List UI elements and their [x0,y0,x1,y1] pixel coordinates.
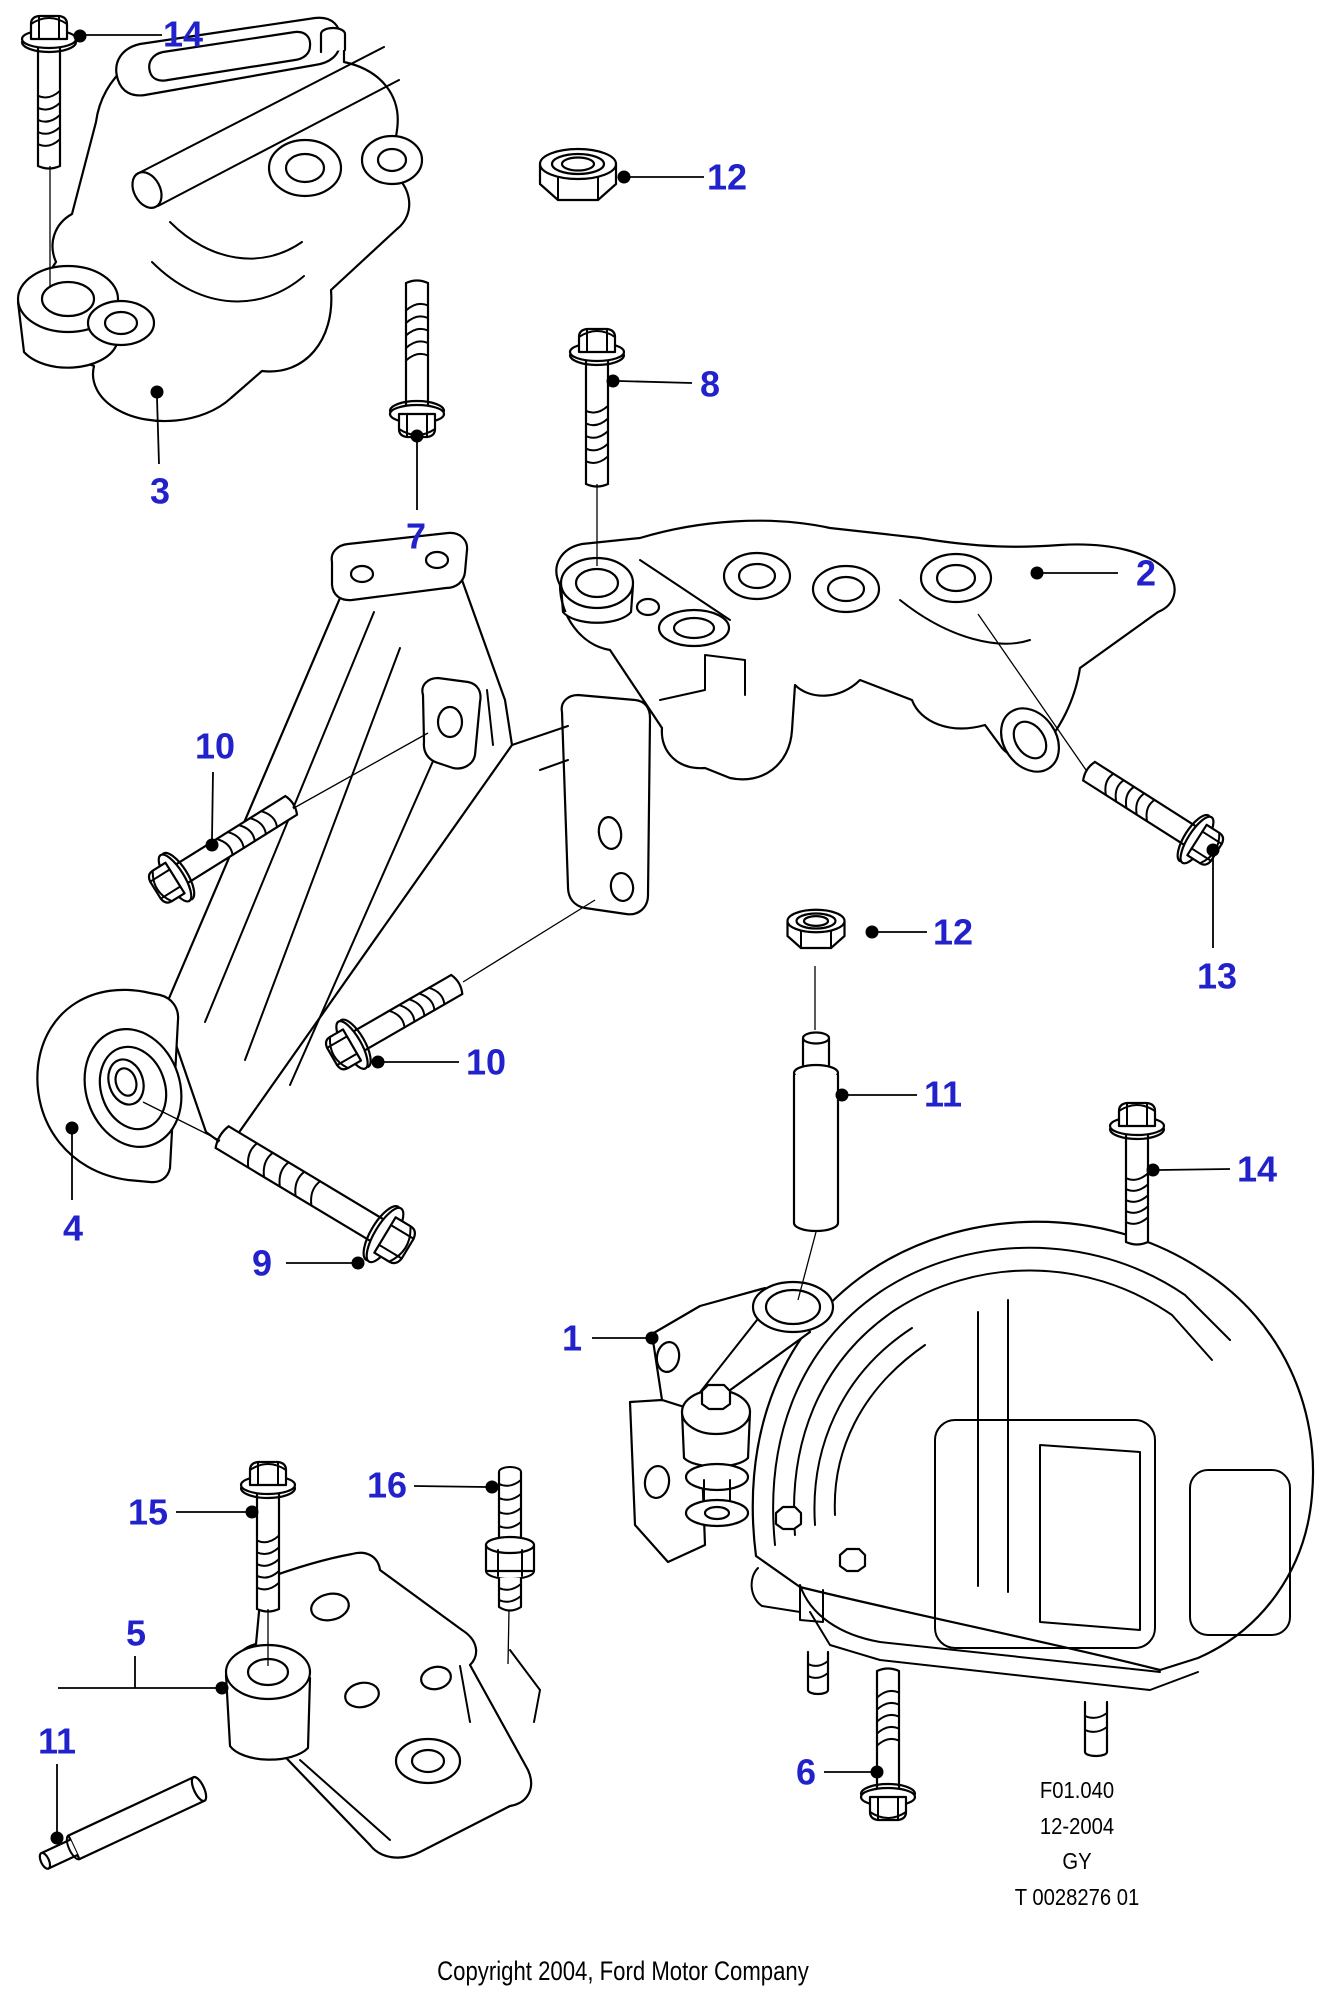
fasteners [20,14,1225,1822]
part-11-spacer-pin [38,1775,208,1870]
callout-number-15: 15 [128,1492,168,1533]
leader-dot [645,1331,659,1345]
callout-11: 11 [38,1721,76,1845]
part-16-stud [484,1466,536,1612]
callout-14: 14 [1146,1149,1277,1190]
part-1-engine-mount-assembly [628,1220,1315,1758]
callout-number-16: 16 [367,1465,407,1506]
bolt-6 [859,1667,917,1822]
leader-dot [865,925,879,939]
callout-number-10: 10 [466,1042,506,1083]
reference-block: F01.040 12-2004 GY T 0028276 01 [971,1773,1182,1915]
callout-12: 12 [865,912,973,953]
callout-13: 13 [1197,843,1237,997]
callout-2: 2 [1030,553,1156,594]
callout-10: 10 [195,726,235,852]
callout-10: 10 [371,1042,506,1083]
leader-dot [65,1121,79,1135]
leader-dot [245,1505,259,1519]
leader-dot [870,1765,884,1779]
leader-dot [1030,566,1044,580]
bolt-10 [147,794,299,904]
bolt-14 [1108,1101,1166,1246]
market-code: GY [1062,1848,1092,1874]
callout-11: 11 [835,1074,962,1115]
leader-dot [410,429,424,443]
bolt-8 [568,327,626,488]
callout-number-7: 7 [406,516,426,557]
bolt-9 [214,1125,417,1265]
leader-line [618,380,693,384]
callout-number-13: 13 [1197,956,1237,997]
callout-number-5: 5 [126,1613,146,1654]
leader-dot [371,1055,385,1069]
leader-dot [1206,843,1220,857]
callout-number-1: 1 [562,1318,582,1359]
callouts: 14 12 8 3 7 2 10 13 12 11 14 10 4 9 1 15 16 5 11 6 [38,14,1277,1845]
leader-dot [50,1831,64,1845]
callout-14: 14 [73,14,203,55]
leader-dot [835,1088,849,1102]
leader-dot [606,374,620,388]
callout-number-9: 9 [252,1243,272,1284]
callout-4: 4 [63,1121,83,1249]
nut-12 [786,908,846,950]
figure-number: F01.040 [1039,1777,1115,1803]
callout-number-14: 14 [1237,1149,1277,1190]
callout-number-3: 3 [150,471,170,512]
leader-dot [617,170,631,184]
callout-number-8: 8 [700,364,720,405]
callout-number-12: 12 [933,912,973,953]
callout-number-4: 4 [63,1208,83,1249]
part-11-stud-spacer [792,1031,840,1233]
leader-line [156,397,160,465]
callout-3: 3 [150,385,170,512]
callout-6: 6 [796,1752,884,1793]
nut-12 [538,147,618,202]
callout-16: 16 [367,1465,499,1506]
callout-9: 9 [252,1243,365,1284]
bolt-10 [324,973,464,1071]
revision-date: 12-2004 [1039,1812,1115,1839]
callout-number-11: 11 [924,1074,962,1115]
callout-number-6: 6 [796,1752,816,1793]
leader-dot [150,385,164,399]
bolt-7 [388,279,446,439]
leader-dot [485,1480,499,1494]
bolt-15 [239,1460,297,1613]
leader-dot [73,29,87,43]
callout-5: 5 [58,1613,229,1695]
leader-dot [205,838,219,852]
drawing-number: T 0028276 01 [1014,1883,1140,1910]
callout-number-14: 14 [163,14,203,55]
callout-8: 8 [606,364,720,405]
leader-line [413,1485,487,1488]
part-5-lower-bracket [224,1551,541,1859]
callout-7: 7 [406,429,426,557]
copyright-notice: Copyright 2004, Ford Motor Company [437,1956,809,1986]
part-4-torque-rod [36,531,652,1184]
leader-dot [1146,1163,1160,1177]
callout-number-11: 11 [38,1721,76,1762]
leader-line [211,771,214,840]
bolt-13 [1082,760,1225,866]
leader-line [1158,1168,1231,1171]
callout-number-12: 12 [707,157,747,198]
leader-dot [351,1256,365,1270]
callout-number-2: 2 [1136,553,1156,594]
bolt-14 [20,14,78,170]
callout-15: 15 [128,1492,259,1533]
part-3-upper-engine-mount [16,16,424,423]
callout-1: 1 [562,1318,659,1359]
leader-dot [215,1681,229,1695]
callout-number-10: 10 [195,726,235,767]
callout-12: 12 [617,157,747,198]
